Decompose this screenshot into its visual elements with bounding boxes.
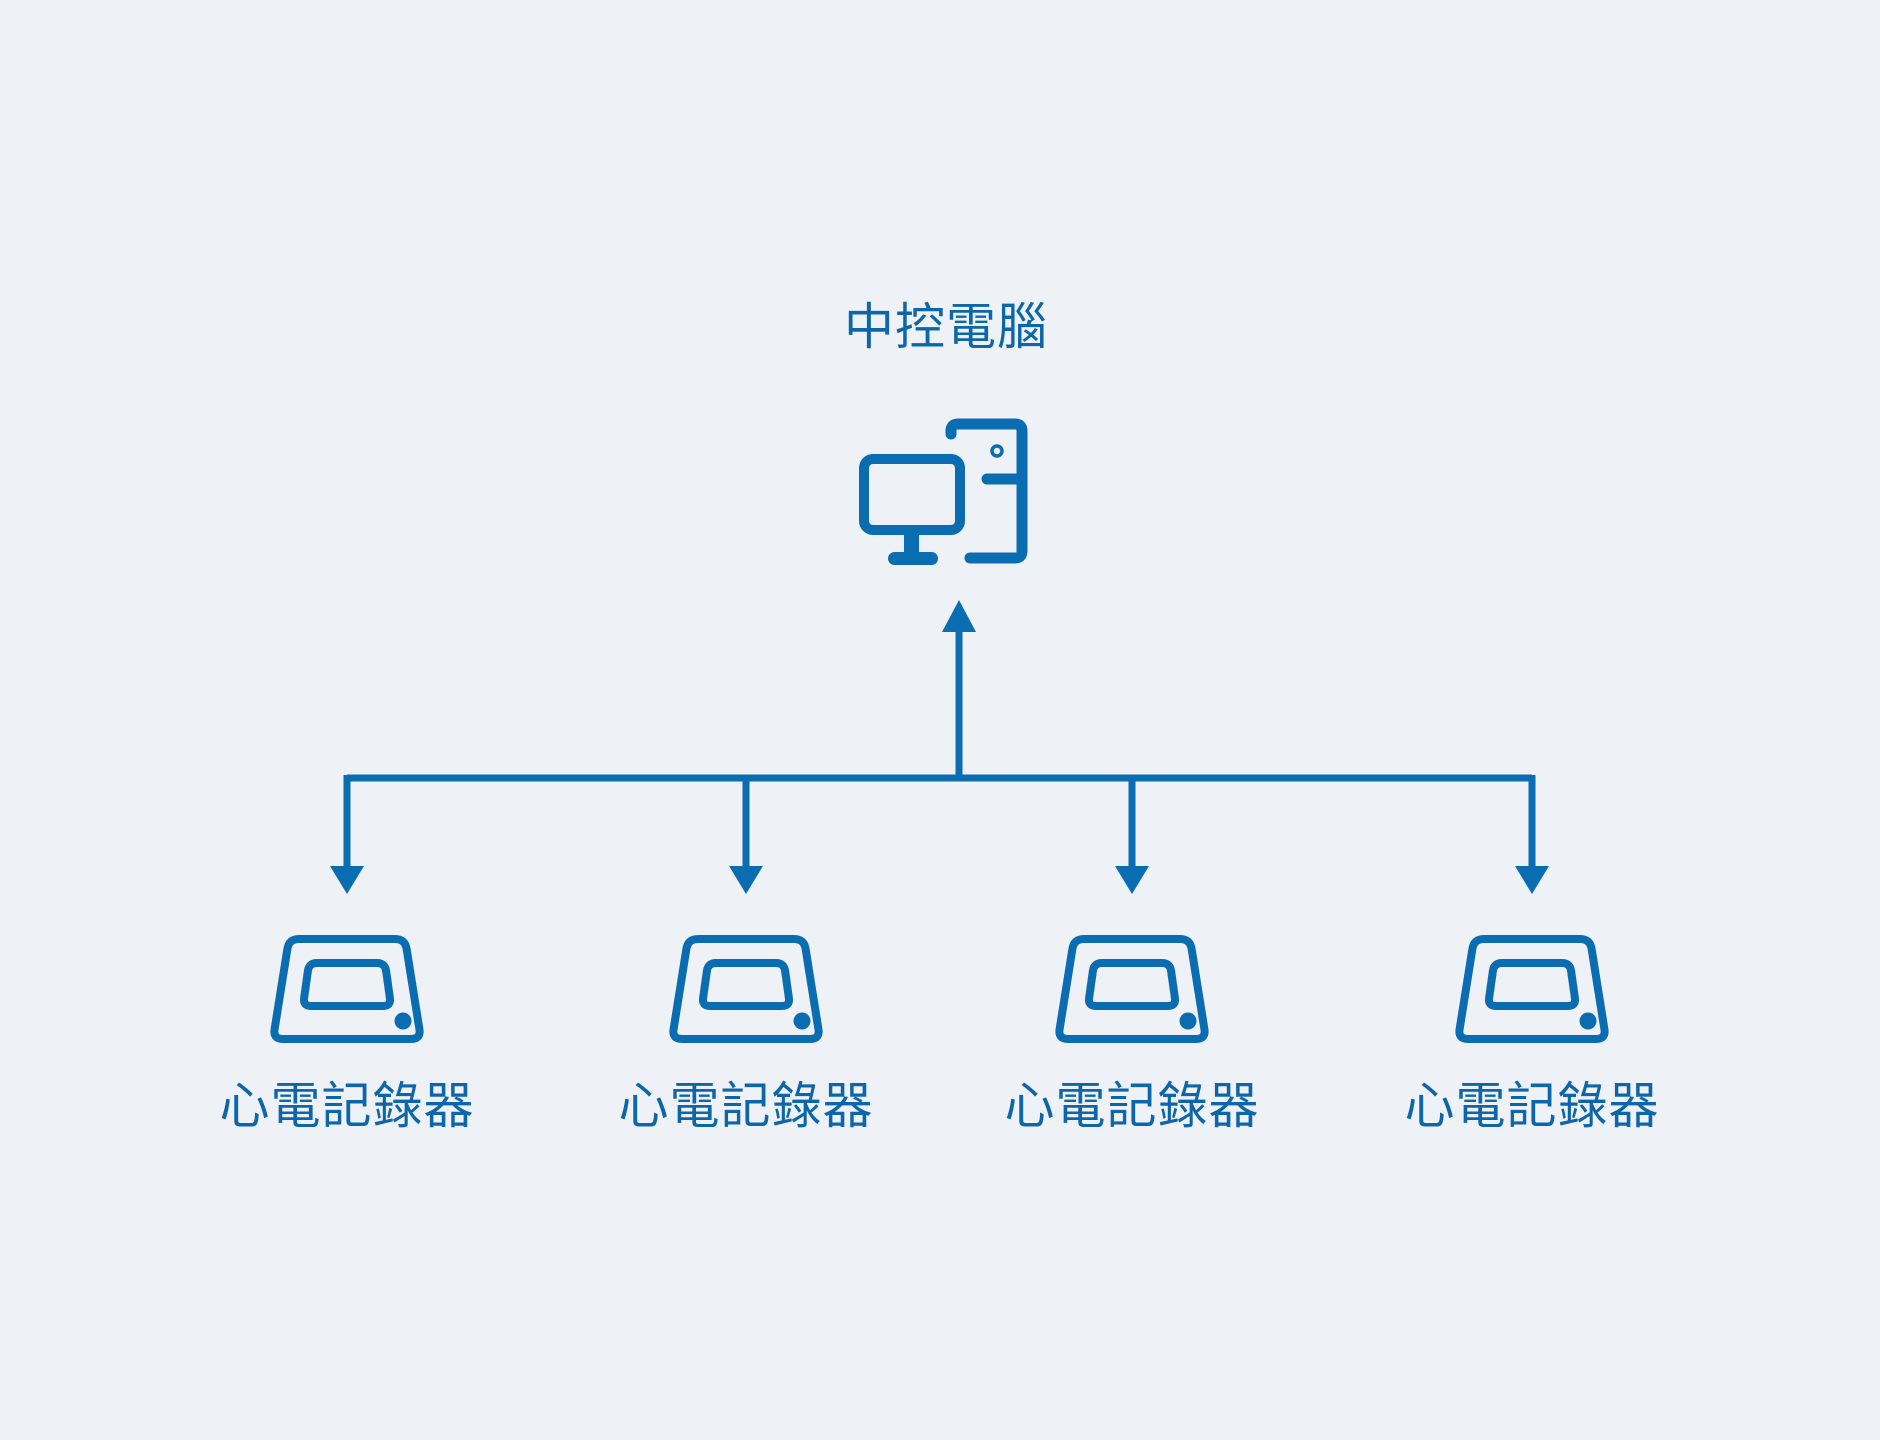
monitor-halo bbox=[851, 446, 973, 543]
child-node-label: 心電記錄器 bbox=[1404, 1077, 1660, 1135]
ecg-recorder-icon bbox=[267, 933, 427, 1045]
tower-outline bbox=[945, 418, 1028, 564]
down-arrowhead-3 bbox=[1115, 866, 1149, 894]
child-node-label: 心電記錄器 bbox=[1004, 1077, 1260, 1135]
up-arrowhead bbox=[942, 600, 976, 632]
root-node-label: 中控電腦 bbox=[844, 298, 1048, 356]
monitor-stand-base bbox=[888, 552, 938, 565]
ecg-recorder-icon bbox=[1452, 933, 1612, 1045]
ecg-recorder-icon bbox=[1052, 933, 1212, 1045]
power-button-icon bbox=[990, 444, 1004, 458]
child-node-label: 心電記錄器 bbox=[618, 1077, 874, 1135]
desktop-computer-icon bbox=[851, 418, 1028, 565]
down-arrowhead-1 bbox=[330, 866, 364, 894]
down-arrowhead-4 bbox=[1515, 866, 1549, 894]
monitor-outline bbox=[859, 454, 965, 535]
monitor-stand-neck bbox=[904, 531, 919, 555]
down-arrowhead-2 bbox=[729, 866, 763, 894]
child-node-label: 心電記錄器 bbox=[219, 1077, 475, 1135]
ecg-recorder-icon bbox=[666, 933, 826, 1045]
